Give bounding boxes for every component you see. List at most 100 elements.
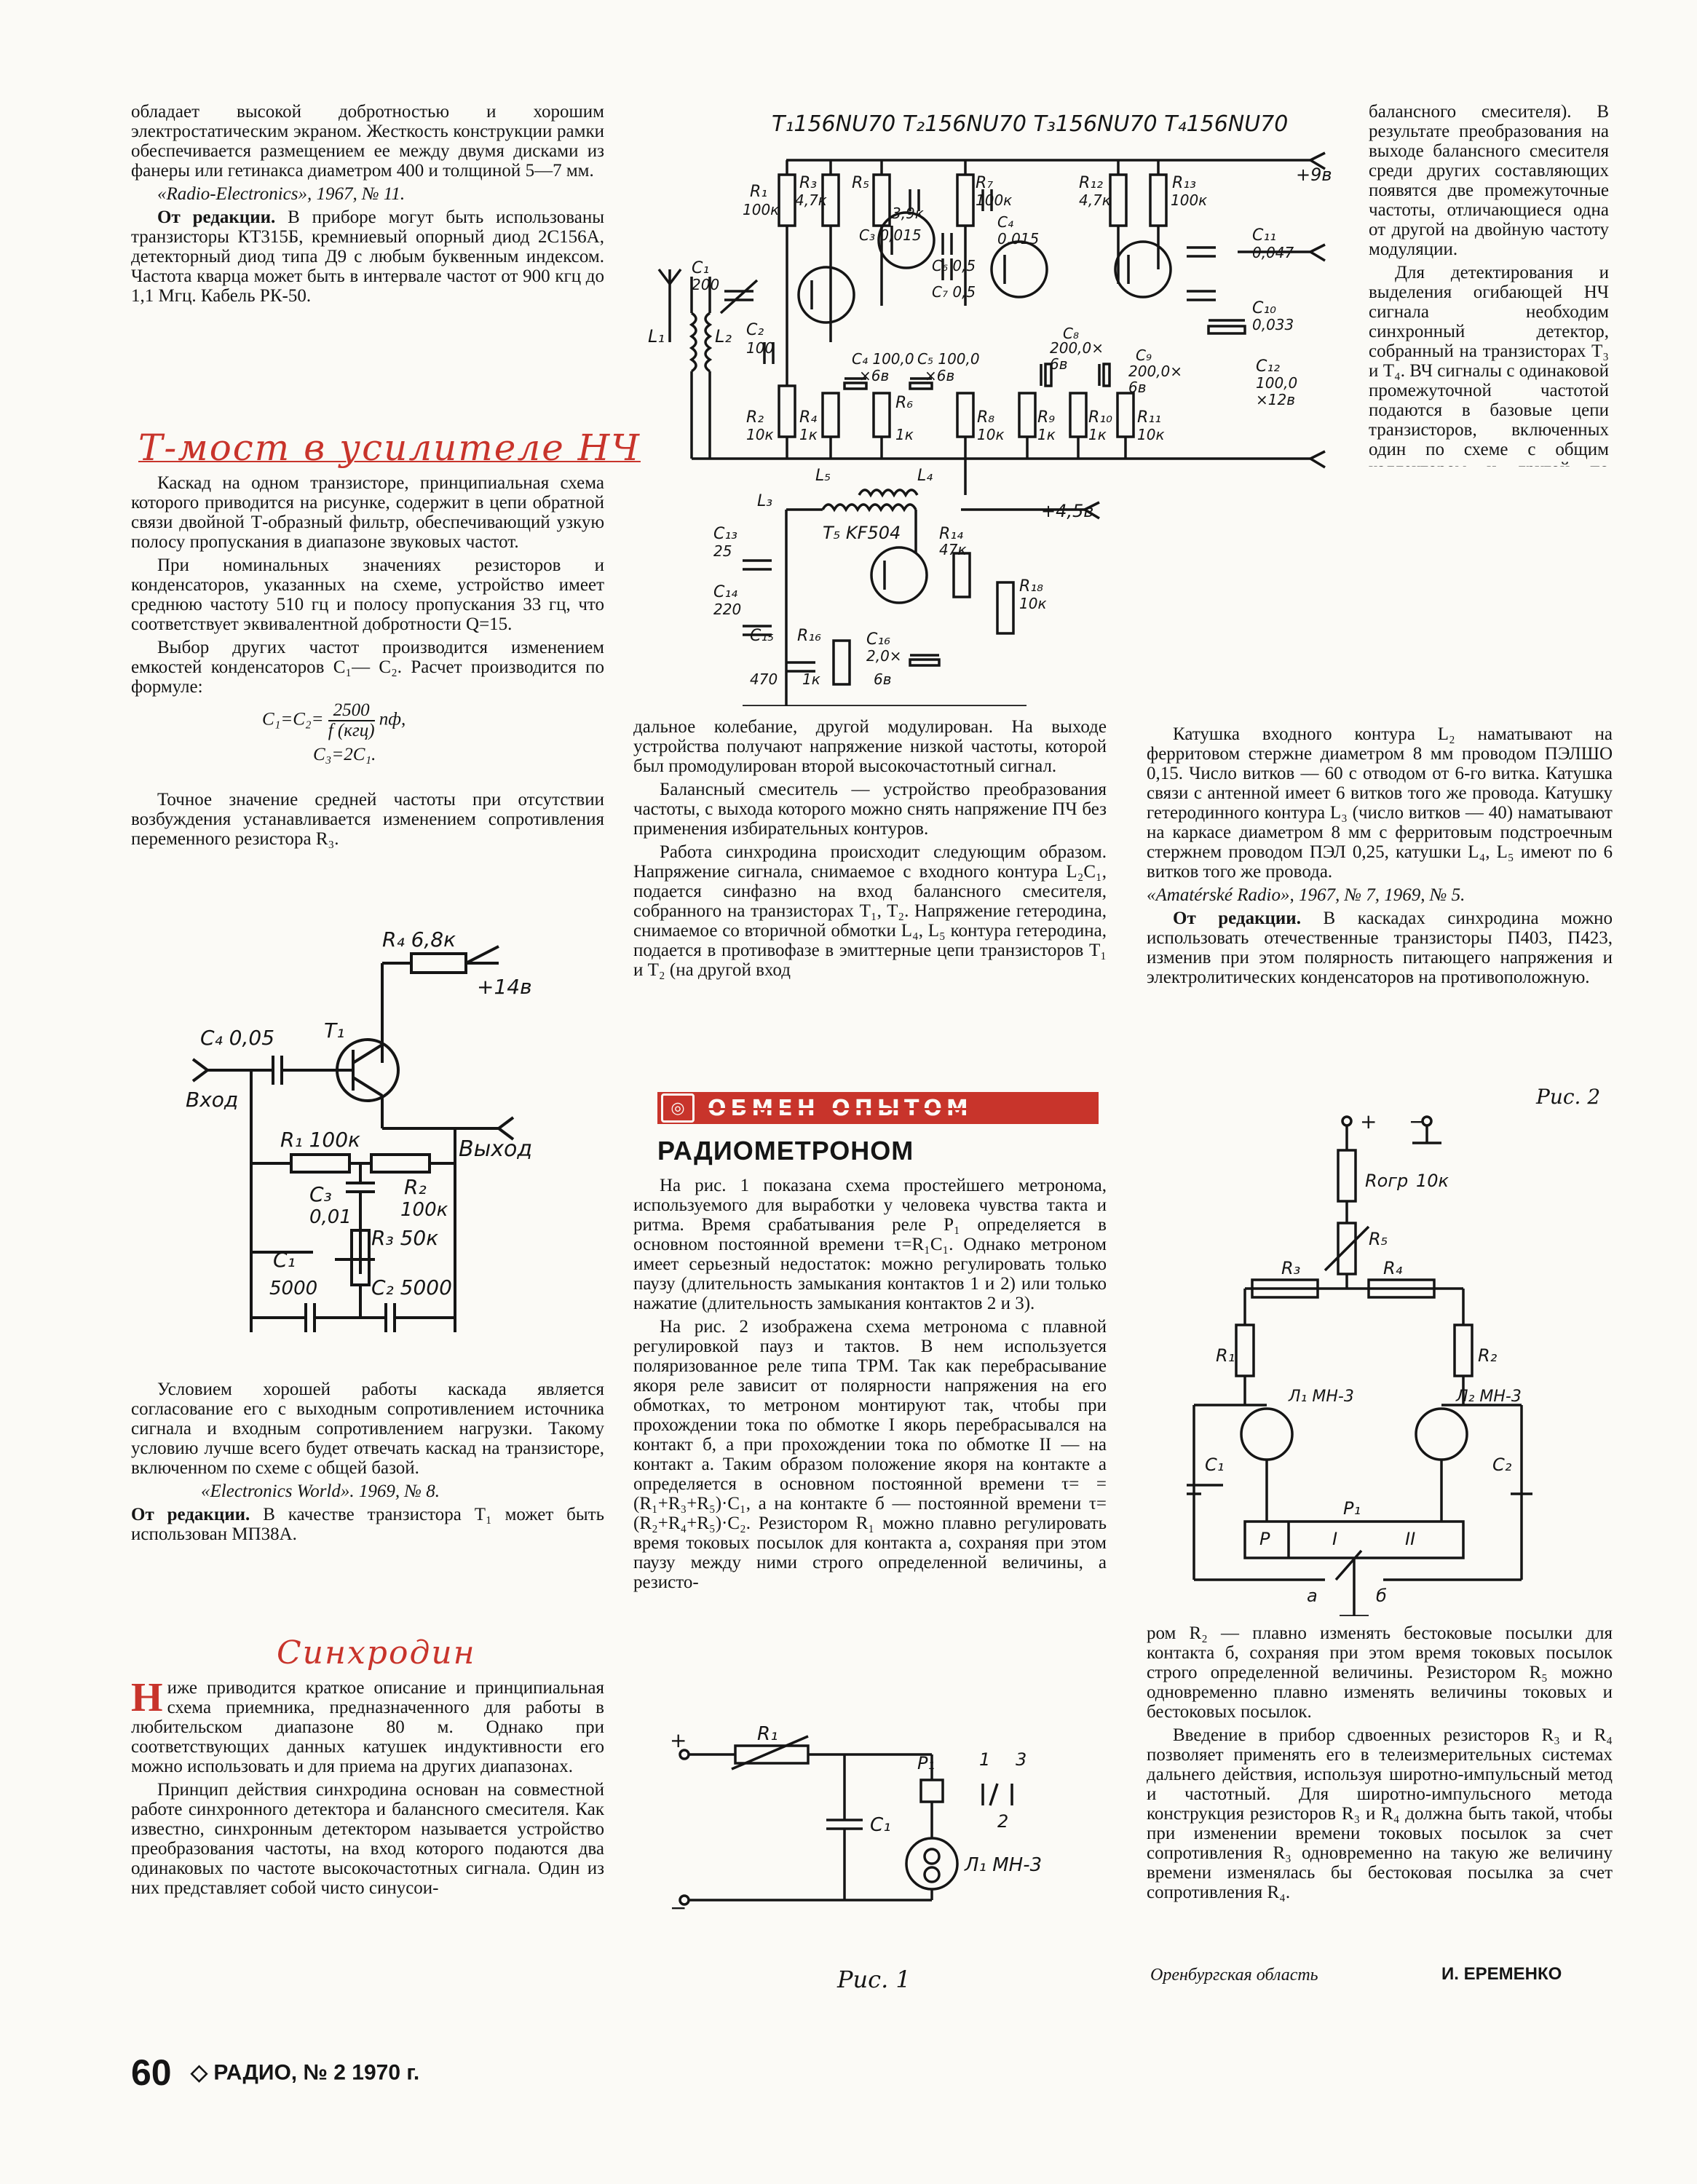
label: L₅ [815,467,831,485]
label: C₁₃ [713,525,737,543]
column-right-top: балансного смесителя). В результате прео… [1369,102,1609,470]
source-citation: «Radio-Electronics», 1967, № 11. [157,184,406,204]
label: 0,01 [309,1206,352,1228]
label: R₇ [976,174,993,192]
paragraph: Каскад на одном транзисторе, принципиаль… [131,473,604,552]
editorial-text: В каскадах синхродина можно использовать… [1147,909,1613,987]
label: R₅ [1369,1229,1388,1249]
label: C₁₁ [1252,226,1276,245]
label: R₂ [746,408,764,427]
dropcap: Н [131,1675,163,1720]
label: Выход [459,1136,532,1162]
label: ×6в [859,367,889,384]
label: C₆ 0,5 [932,257,976,274]
paragraph: Работа синхродина происходит следующим о… [633,842,1107,980]
label: R₃ [799,174,817,192]
label: 10к [1019,595,1047,612]
paragraph: балансного смесителя). В результате прео… [1369,102,1609,259]
label: R₁ [750,183,767,201]
label: 1к [799,426,818,443]
editorial-text: В качестве транзистора T₁ может быть исп… [131,1505,604,1544]
label: 3,9к [892,205,924,222]
label: ×12в [1256,391,1295,408]
author-name: И. ЕРЕМЕНКО [1441,1964,1562,1984]
label: +14в [477,975,532,999]
paragraph: дальное колебание, другой модулирован. Н… [633,717,1107,776]
label: C₄ 0,05 [200,1026,274,1050]
label: I [1332,1529,1337,1549]
paragraph-text: иже приводится краткое описание и принци… [131,1678,604,1776]
label: 10к [1137,426,1165,443]
label: C₁ [870,1814,891,1836]
page-number: 60 [131,2052,172,2093]
label: C₇ 0,5 [932,283,976,301]
paragraph: Катушка входного контура L₂ наматывают н… [1147,724,1613,882]
label: R₁₈ [1019,577,1043,596]
column-right-bottom: ром R₂ — плавно изменять бестоковые посы… [1147,1623,1613,1906]
formula-numerator: 2500 [328,701,375,721]
source-citation: «Electronics World». 1969, № 8. [201,1481,440,1501]
label: P [1259,1529,1270,1549]
label: R₄ 6,8к [382,927,456,951]
label: Л₂ МН-3 [1455,1388,1522,1406]
label: R₃ [1281,1258,1300,1278]
issue-info: ◇ РАДИО, № 2 1970 г. [190,2060,420,2085]
label: R₂ [1478,1345,1498,1366]
label: C₂ 5000 [371,1275,452,1299]
page-footer: 60 ◇ РАДИО, № 2 1970 г. [131,2052,419,2094]
label: 1к [895,426,914,443]
label: 6в [1050,355,1068,373]
paragraph: Принцип действия синхродина основан на с… [131,1780,604,1898]
label: C₁₄ [713,583,737,601]
label: R₃ 50к [371,1226,438,1250]
label: + [1360,1114,1377,1133]
label: C₁₀ [1252,299,1276,317]
label: C₉ [1136,347,1152,364]
paragraph: ром R₂ — плавно изменять бестоковые посы… [1147,1623,1613,1722]
editorial-text: В приборе могут быть использованы транзи… [131,207,604,306]
label: ×6в [925,367,954,384]
metronome-text: На рис. 1 показана схема простейшего мет… [633,1176,1107,1596]
label: + [670,1728,687,1752]
author-region: Оренбургская область [1150,1966,1318,1985]
label: L₂ [715,326,732,347]
label: Л₁ МН-3 [964,1854,1042,1876]
label: 1к [1088,426,1107,443]
section-title-sync: Синхродин [277,1634,476,1671]
section-banner: ◎ ОБМЕН ОПЫТОМ [657,1092,1099,1124]
label: L₄ [917,467,933,485]
label: 25 [713,542,732,560]
label: 470 [750,670,778,688]
figure-1-schematic: + R₁ P₁ 1 3 C₁ 2 Л₁ МН-3 − [662,1725,1099,1951]
label: 1 [979,1749,990,1770]
label: R₁ [1216,1345,1235,1366]
formula: C₁=C₂= 2500 f (кгц) пф, [131,701,604,740]
label: C₅ 100,0 [917,350,980,368]
label: 0,047 [1252,244,1294,261]
label: R₁₆ [797,627,821,645]
label: R₁ [757,1725,778,1745]
label: +4,5в [1041,501,1093,521]
label: C₁₅ [750,627,774,645]
label: 6в [874,670,892,688]
tbridge-schematic: R₄ 6,8к T₁ +14в C₄ 0,05 Вход R₁ 100к Вых… [186,925,564,1376]
paragraph: При номинальных значениях резисторов и к… [131,555,604,634]
label: R₁₂ [1079,174,1103,192]
editorial-note: От редакции. В приборе могут быть исполь… [131,207,604,306]
label: R₁₄ [939,525,963,543]
label: C₃ 0,015 [859,226,922,244]
label: 200 [692,276,719,293]
column-left: обладает высокой добротностью и хорошим … [131,102,604,309]
label: C₈ [1063,325,1079,342]
tbridge-conclusion: Условием хорошей работы каскада является… [131,1380,604,1548]
label: R₄ [1383,1258,1403,1278]
label: C₄ [997,213,1013,231]
transistor-header: T₁156NU70 T₂156NU70 T₃156NU70 T₄156NU70 [772,111,1288,137]
label: C₄ 100,0 [852,350,914,368]
label: 6в [1128,379,1147,396]
label: R₁₀ [1088,408,1112,427]
formula-c3: C₃=2C₁. [313,745,376,764]
label: Вход [186,1088,238,1112]
